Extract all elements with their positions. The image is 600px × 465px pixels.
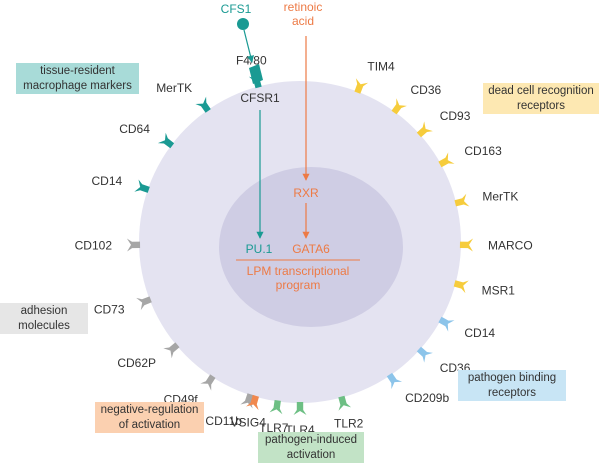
receptor-mertk-macrophage-marker xyxy=(195,96,211,113)
receptor-tlr7-induced-marker xyxy=(269,400,283,415)
receptor-label-tlr2-induced: TLR2 xyxy=(334,417,364,431)
receptor-cd14-pathogen-marker xyxy=(438,316,455,332)
receptor-tlr2-induced-marker xyxy=(338,395,352,411)
csf1-arrow xyxy=(243,29,254,63)
nucleus xyxy=(219,167,403,327)
receptor-tim4-deadcell-marker xyxy=(354,78,369,94)
receptor-label-msr1-deadcell: MSR1 xyxy=(482,284,516,298)
receptor-msr1-deadcell-marker xyxy=(453,280,469,294)
receptor-cd49f-adhesion-marker xyxy=(200,374,216,391)
csf1-ligand xyxy=(237,18,249,30)
csfr1-receptor xyxy=(249,64,263,84)
receptor-label-cd14-macrophage: CD14 xyxy=(92,174,123,188)
receptor-cd36-deadcell-marker xyxy=(391,98,407,115)
legend-pathogen-induced: pathogen-induced activation xyxy=(258,432,364,463)
receptor-label-cd64-macrophage: CD64 xyxy=(119,122,150,136)
receptor-label-cd163-deadcell: CD163 xyxy=(464,144,502,158)
legend-dead-cell-receptors: dead cell recognition receptors xyxy=(483,83,599,114)
legend-negative-regulation: negative-regulation of activation xyxy=(95,402,204,433)
legend-adhesion-molecules: adhesion molecules xyxy=(0,303,88,334)
receptor-label-cd93-deadcell: CD93 xyxy=(440,109,471,123)
receptor-label-mertk-deadcell: MerTK xyxy=(482,190,518,204)
legend-pathogen-binding: pathogen binding receptors xyxy=(458,370,566,401)
receptor-label-vsig4-negreg: VSIG4 xyxy=(231,416,267,430)
receptor-label-cd209b-pathogen: CD209b xyxy=(405,391,449,405)
csf1-label: CFS1 xyxy=(221,2,252,16)
receptor-cd62p-adhesion-marker xyxy=(163,342,180,359)
receptor-mertk-deadcell-marker xyxy=(454,193,470,207)
rxr-label: RXR xyxy=(293,186,319,200)
receptor-label-cd36-deadcell: CD36 xyxy=(411,83,442,97)
pu1-label: PU.1 xyxy=(246,242,273,256)
receptor-cd93-deadcell-marker xyxy=(416,121,433,138)
receptor-label-cd73-adhesion: CD73 xyxy=(94,302,125,316)
receptor-layer: F4/80MerTKCD64CD14CD102CD73CD62PCD49fCD1… xyxy=(75,53,533,437)
legend-macrophage-markers: tissue-resident macrophage markers xyxy=(16,63,139,94)
receptor-cd209b-pathogen-marker xyxy=(386,372,403,390)
receptor-cd14-macrophage-marker xyxy=(134,179,150,193)
receptor-cd73-adhesion-marker xyxy=(136,296,152,311)
receptor-label-marco-deadcell: MARCO xyxy=(488,238,533,252)
receptor-label-cd11b-adhesion: CD11b xyxy=(205,414,242,428)
receptor-label-cd62p-adhesion: CD62P xyxy=(117,356,156,370)
receptor-label-tim4-deadcell: TIM4 xyxy=(367,60,395,74)
receptor-label-mertk-macrophage: MerTK xyxy=(156,81,192,95)
receptor-vsig4-negreg-marker xyxy=(246,394,259,411)
csfr1-label: CFSR1 xyxy=(240,91,280,105)
receptor-marco-deadcell-marker xyxy=(459,238,474,252)
receptor-label-tlr7-induced: TLR7 xyxy=(259,421,289,435)
receptor-label-cd102-adhesion: CD102 xyxy=(75,238,113,252)
receptor-cd36-pathogen-marker xyxy=(416,346,433,363)
receptor-tlr4-induced-marker xyxy=(293,402,307,415)
gata6-label: GATA6 xyxy=(292,242,330,256)
receptor-label-cd14-pathogen: CD14 xyxy=(464,326,495,340)
receptor-cd64-macrophage-marker xyxy=(157,132,175,149)
receptor-cd102-adhesion-marker xyxy=(126,238,141,252)
receptor-cd163-deadcell-marker xyxy=(438,152,455,168)
